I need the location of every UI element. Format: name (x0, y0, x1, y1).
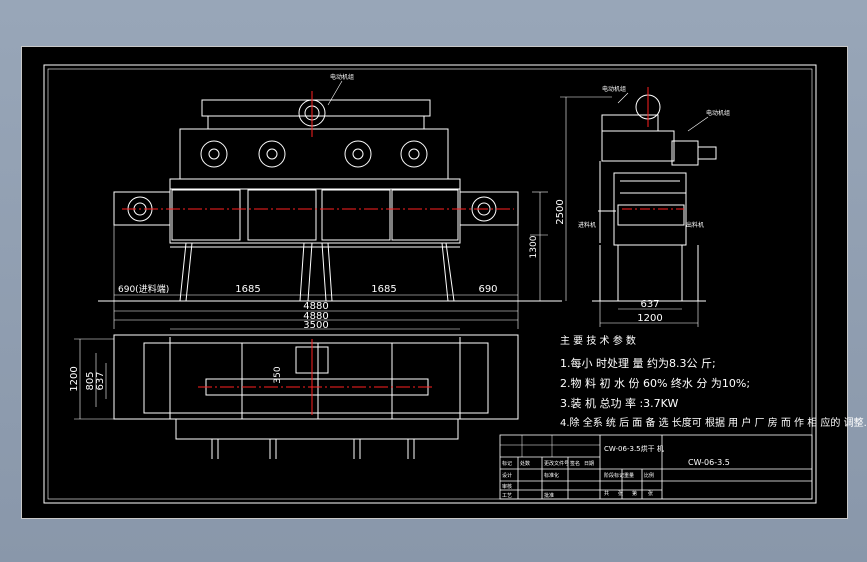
tb-cell: 标准化 (544, 472, 559, 479)
tb-cell: 张 (648, 490, 653, 497)
notes-title: 主 要 技 术 参 数 (560, 334, 636, 347)
tb-cell: 日期 (584, 461, 594, 467)
fan-icon (200, 140, 228, 168)
tb-cell: 工艺 (502, 493, 512, 499)
callout-front-top: 电动机组 (330, 73, 354, 81)
title-block (499, 434, 813, 500)
drawing-code: CW-06-3.5 (688, 458, 730, 467)
fan-icon (400, 140, 428, 168)
tb-cell: 设计 (502, 472, 512, 479)
callout-side-top-left: 电动机组 (602, 85, 626, 93)
plan-view (74, 334, 519, 459)
tb-cell: 签名 (570, 460, 580, 467)
callout-side-top-right: 电动机组 (706, 109, 730, 117)
engineering-drawing: 2500 1300 690(进料端) 1685 1685 690 4880 48… (43, 64, 867, 504)
tb-cell: 标记 (502, 460, 512, 467)
dim-leg-height: 1300 (529, 235, 539, 258)
drawing-border (43, 64, 817, 504)
front-view (98, 80, 562, 330)
dim-plan-h-b: 805 (85, 371, 96, 390)
dim-plan-h-c: 637 (95, 371, 106, 390)
dim-total-len-a: 4880 (303, 301, 328, 312)
tb-cell: 比例 (644, 472, 654, 479)
dim-seg-out: 690 (478, 284, 497, 295)
tb-cell: 重量 (624, 472, 634, 479)
dim-seg-2: 1685 (371, 284, 396, 295)
dim-frame-len: 3500 (303, 320, 328, 331)
tb-cell: 阶段标记 (604, 472, 624, 479)
dim-plan-h-a: 1200 (69, 366, 80, 391)
dim-plan-gap: 350 (273, 366, 283, 383)
note-item: 1.每小 时处理 量 约为8.3公 斤; (560, 356, 716, 370)
drawing-number: CW-06-3.5烘干 机 (604, 444, 664, 453)
callout-side-right: 出料机 (686, 221, 704, 229)
fan-icon (258, 140, 286, 168)
cad-viewport[interactable]: 2500 1300 690(进料端) 1685 1685 690 4880 48… (21, 46, 867, 519)
side-view (560, 92, 717, 327)
tb-cell: 张 (618, 490, 623, 497)
dim-total-len-b: 4880 (303, 311, 328, 322)
tb-cell: 处数 (520, 460, 530, 467)
note-item: 2.物 料 初 水 份 60% 终水 分 为10%; (560, 376, 750, 390)
dim-side-depth-b: 1200 (637, 313, 662, 324)
fan-icon (344, 140, 372, 168)
callout-side-left: 进料机 (578, 221, 596, 229)
tb-cell: 批准 (544, 492, 554, 499)
tb-cell: 共 (604, 490, 609, 497)
tb-cell: 审核 (502, 483, 512, 490)
tb-cell: 更改文件号 (544, 460, 569, 467)
dim-seg-in: 690(进料端) (118, 283, 169, 295)
dim-seg-1: 1685 (235, 284, 260, 295)
tb-cell: 第 (632, 490, 637, 497)
dim-side-depth-a: 637 (640, 299, 659, 310)
note-item: 4.除 全系 统 后 面 备 选 长度可 根据 用 户 厂 房 而 作 相 应的… (560, 416, 867, 429)
dim-total-height: 2500 (555, 199, 566, 224)
inner-border (47, 68, 813, 500)
note-item: 3.装 机 总功 率 :3.7KW (560, 396, 679, 410)
